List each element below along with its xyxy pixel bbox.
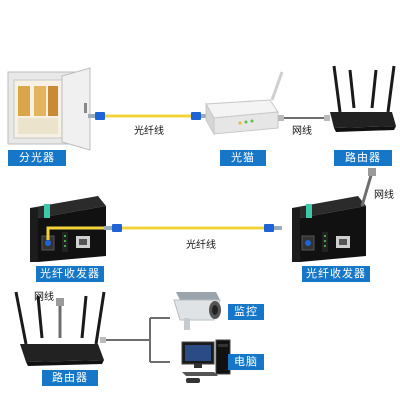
transceiver-left-icon: 光 bbox=[30, 196, 106, 262]
network-cable-right bbox=[360, 168, 376, 207]
caption-net-right: 网线 bbox=[374, 190, 394, 201]
network-cable-bottom-branch bbox=[100, 317, 170, 363]
svg-text:光: 光 bbox=[44, 207, 50, 215]
label-transceiver-left: 光纤收发器 bbox=[36, 266, 104, 282]
label-camera: 监控 bbox=[228, 304, 264, 320]
fiber-cable-middle bbox=[46, 224, 282, 240]
splitter-cabinet-icon bbox=[7, 67, 91, 151]
label-splitter: 分光器 bbox=[8, 150, 66, 166]
caption-net-bottom: 网线 bbox=[34, 292, 54, 303]
router-top-icon bbox=[330, 65, 396, 132]
fiber-cable-top bbox=[88, 112, 208, 120]
network-cable-bottom-router bbox=[56, 298, 64, 338]
caption-fiber-middle: 光纤线 bbox=[186, 240, 216, 251]
security-camera-icon bbox=[173, 292, 221, 330]
label-transceiver-right: 光纤收发器 bbox=[302, 266, 370, 282]
caption-fiber-top: 光纤线 bbox=[134, 126, 164, 137]
transceiver-right-icon bbox=[292, 196, 366, 262]
label-router-bottom: 路由器 bbox=[42, 370, 98, 386]
label-router-top: 路由器 bbox=[334, 150, 392, 166]
router-bottom-icon bbox=[14, 291, 106, 366]
computer-icon bbox=[181, 339, 231, 383]
optical-modem-icon bbox=[205, 71, 284, 136]
network-cable-top bbox=[278, 115, 330, 121]
label-modem: 光猫 bbox=[220, 150, 266, 166]
caption-net-top: 网线 bbox=[292, 126, 312, 137]
label-computer: 电脑 bbox=[228, 354, 264, 370]
